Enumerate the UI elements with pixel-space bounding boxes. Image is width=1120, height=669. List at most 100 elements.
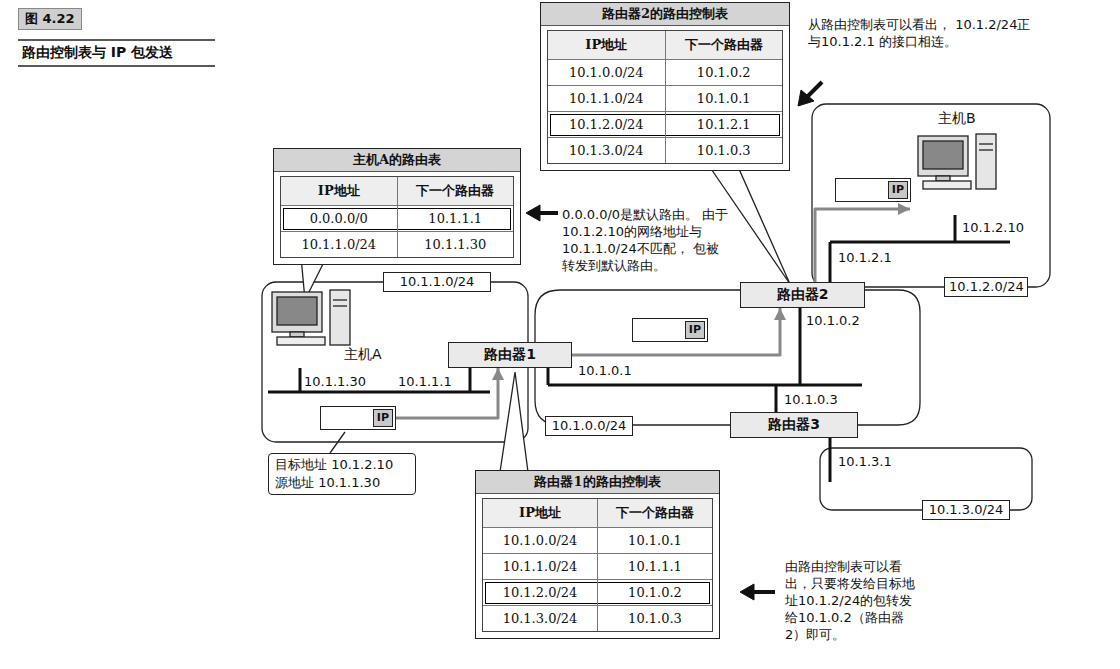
network-bus: [469, 368, 472, 392]
address-line: 目标地址 10.1.2.10: [275, 456, 409, 474]
table-cell: IP地址: [483, 499, 598, 527]
table-row: 10.1.0.0/2410.1.0.2: [548, 60, 782, 86]
netlabel-text: 10.1.2.0/24: [949, 279, 1024, 294]
note-text: 0.0.0.0/0是默认路由。 由于10.1.2.10的网络地址与10.1.1.…: [562, 206, 730, 274]
table-row: 0.0.0.0/010.1.1.1: [281, 206, 513, 232]
note-arrow: [538, 211, 558, 215]
table-cell: 10.1.0.3: [666, 138, 783, 163]
ip-address: 10.1.1.30: [304, 373, 366, 390]
table-cell: 10.1.0.2: [666, 60, 783, 85]
table-row: 10.1.1.0/2410.1.1.1: [483, 554, 712, 580]
table-cell: 10.1.3.0/24: [548, 138, 666, 163]
network-bus: [548, 384, 862, 387]
netlabel-node: 10.1.1.0/24: [383, 272, 491, 292]
table-cell: 下一个路由器: [398, 177, 514, 205]
router-text: 路由器2: [777, 286, 829, 302]
callout-tail: [500, 372, 528, 472]
note-text: 由路由控制表可以看出，只要将发给目标地址10.1.2/24的包转发给10.1.0…: [785, 558, 923, 643]
table-row: 10.1.3.0/2410.1.0.3: [483, 606, 712, 631]
table-row: IP地址下一个路由器: [483, 499, 712, 528]
table-heading: 路由器2的路由控制表: [541, 3, 789, 26]
packet-text: IP: [685, 321, 705, 339]
packet-flow-arrow: [396, 368, 498, 418]
host-node: 主机B: [910, 110, 1010, 215]
netlabel-node: 10.1.0.0/24: [545, 416, 633, 436]
callout-tail: [330, 432, 345, 453]
title-rule: [18, 39, 215, 40]
netlabel-text: 10.1.0.0/24: [552, 418, 627, 433]
table-cell: 10.1.1.1: [398, 206, 514, 231]
network-bus: [547, 368, 550, 385]
host-name: 主机A: [344, 346, 382, 364]
table-row: 10.1.1.0/2410.1.1.30: [281, 232, 513, 257]
netlabel-node: 10.1.3.0/24: [922, 500, 1010, 520]
table-cell: 10.1.0.0/24: [483, 528, 598, 553]
packet-text: IP: [888, 181, 908, 199]
routing-table: IP地址下一个路由器0.0.0.0/010.1.1.110.1.1.0/2410…: [280, 176, 514, 258]
table-cell: 10.1.2.1: [666, 112, 783, 137]
address-line: 源地址 10.1.1.30: [275, 474, 409, 492]
table-cell: 10.1.2.0/24: [483, 580, 598, 605]
figure-caption: 路由控制表与 IP 包发送: [22, 44, 173, 62]
ip-address: 10.1.0.1: [578, 362, 632, 379]
ip-address: 10.1.2.10: [962, 219, 1024, 236]
table-cell: 10.1.1.30: [398, 232, 514, 257]
network-bus: [775, 385, 778, 412]
ip-address: 10.1.0.3: [784, 391, 838, 408]
router-node: 路由器2: [740, 282, 865, 308]
network-bus: [830, 241, 1010, 244]
netlabel-node: 10.1.2.0/24: [944, 277, 1028, 297]
figure-number: 图 4.22: [18, 8, 82, 30]
table-cell: 10.1.1.1: [598, 554, 712, 579]
network-bus: [799, 308, 802, 385]
table-node: 路由器2的路由控制表IP地址下一个路由器10.1.0.0/2410.1.0.21…: [540, 2, 790, 171]
ip-address: 10.1.0.2: [806, 312, 860, 329]
packet-node: IP: [320, 406, 396, 430]
note-arrow: [740, 584, 754, 600]
router-text: 路由器1: [484, 346, 536, 362]
table-row: 10.1.2.0/2410.1.2.1: [548, 112, 782, 138]
title-rule: [18, 65, 215, 66]
network-region: [535, 290, 920, 425]
table-row: 10.1.1.0/2410.1.0.1: [548, 86, 782, 112]
table-cell: 10.1.0.3: [598, 606, 712, 631]
table-row: IP地址下一个路由器: [548, 31, 782, 60]
note-arrow: [752, 590, 775, 594]
netlabel-text: 10.1.1.0/24: [400, 274, 475, 289]
ip-address: 10.1.2.1: [838, 249, 892, 266]
table-row: 10.1.0.0/2410.1.0.1: [483, 528, 712, 554]
table-row: 10.1.2.0/2410.1.0.2: [483, 580, 712, 606]
network-bus: [954, 215, 957, 242]
table-node: 主机A的路由表 IP地址下一个路由器0.0.0.0/010.1.1.110.1.1…: [273, 148, 521, 265]
routing-table: IP地址下一个路由器10.1.0.0/2410.1.0.110.1.1.0/24…: [482, 498, 713, 632]
routing-table: IP地址下一个路由器10.1.0.0/2410.1.0.210.1.1.0/24…: [547, 30, 783, 164]
table-cell: 10.1.0.2: [598, 580, 712, 605]
packet-flow-arrow: [815, 209, 910, 282]
table-cell: 10.1.0.1: [598, 528, 712, 553]
table-row: 10.1.3.0/2410.1.0.3: [548, 138, 782, 163]
router-node: 路由器3: [730, 412, 858, 438]
table-cell: 0.0.0.0/0: [281, 206, 398, 231]
note-arrow: [798, 90, 814, 106]
host-node: 主机A: [266, 286, 390, 368]
table-cell: 10.1.1.0/24: [548, 86, 666, 111]
table-cell: 10.1.3.0/24: [483, 606, 598, 631]
table-cell: 10.1.1.0/24: [281, 232, 398, 257]
note-arrow: [526, 205, 540, 221]
ip-address: 10.1.3.1: [838, 453, 892, 470]
netlabel-text: 10.1.3.0/24: [929, 502, 1004, 517]
packet-flow-arrow: [572, 308, 780, 355]
table-cell: 10.1.1.0/24: [483, 554, 598, 579]
packet-text: IP: [373, 409, 393, 427]
table-cell: 下一个路由器: [598, 499, 712, 527]
table-node: 路由器1的路由控制表IP地址下一个路由器10.1.0.0/2410.1.0.11…: [475, 470, 720, 639]
network-bus: [829, 438, 832, 482]
table-cell: 10.1.0.1: [666, 86, 783, 111]
host-name: 主机B: [938, 110, 976, 128]
table-row: IP地址下一个路由器: [281, 177, 513, 206]
network-bus: [829, 242, 832, 282]
router-node: 路由器1: [448, 342, 572, 368]
table-heading: 主机A的路由表: [274, 149, 520, 172]
table-cell: 下一个路由器: [666, 31, 783, 59]
note-arrow: [807, 82, 822, 97]
